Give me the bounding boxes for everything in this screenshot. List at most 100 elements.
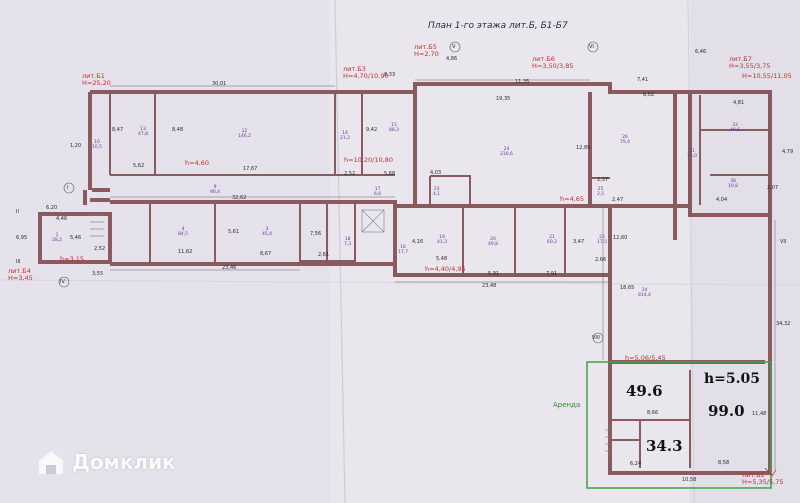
dimension: 5,68: [384, 171, 396, 177]
dimension: 5,46: [70, 235, 82, 241]
rent-area-49-6: 49.6: [626, 382, 663, 400]
dimension: 8,67: [260, 251, 272, 257]
room-22: 22 17,5: [597, 235, 608, 245]
lit-b4-name: лит.Б4: [8, 267, 31, 275]
room-13: 13 47,8: [138, 127, 149, 137]
dimension: 9,42: [366, 127, 378, 133]
dimension: 4,81: [733, 100, 745, 106]
rent-frame: [586, 361, 772, 489]
dimension: 4,86: [446, 56, 458, 62]
dimension: 6,02: [643, 92, 655, 98]
axis-mark: V: [452, 44, 456, 50]
dimension: 19,35: [496, 96, 511, 102]
room-4: 4 84,5: [178, 227, 189, 237]
axis-mark: VI: [589, 44, 594, 50]
dimension: 23,46: [222, 265, 237, 271]
lit-b1-name: лит.Б1: [82, 72, 105, 80]
room-25: 25 2,5: [597, 187, 605, 197]
dimension: 4,16: [412, 239, 424, 245]
dimension: 12,89: [576, 145, 591, 151]
watermark-text: Домклик: [72, 450, 176, 474]
dimension: 2,66: [595, 257, 607, 263]
dimension: 7,56: [310, 231, 322, 237]
room-20: 20 49,8: [488, 237, 499, 247]
dimension: 5,61: [228, 229, 240, 235]
dimension: 4,03: [430, 170, 442, 176]
room-14: 14 21,2: [340, 131, 351, 141]
plan-title: План 1-го этажа лит.Б, Б1-Б7: [428, 21, 568, 31]
rent-label: Аренда: [553, 401, 581, 409]
lit-b3-height: H=4,70/10,90: [343, 72, 389, 81]
dimension: 8,47: [112, 127, 124, 133]
room-17: 17 6,6: [374, 187, 382, 197]
lit-b6-name: лит.Б6: [532, 55, 555, 63]
axis-mark: II: [16, 209, 19, 215]
room-3: 3 45,4: [262, 227, 273, 237]
dimension: 6,24: [630, 461, 642, 467]
lit-b7: лит.Б7 H=3,55/3,75: [729, 55, 770, 70]
height-mark: h=5,06/5,45: [625, 354, 666, 362]
room-21: 21 60,2: [547, 235, 558, 245]
dimension: 17,67: [243, 166, 258, 172]
height-mark: h=4,65: [560, 195, 585, 203]
dimension: 12,60: [613, 235, 628, 241]
dimension: 23,48: [482, 283, 497, 289]
room-16: 16 17,7: [398, 245, 409, 255]
dimension: 5,62: [133, 163, 145, 169]
lit-b5-height: H=2,70: [414, 50, 439, 59]
break-line: [764, 467, 777, 477]
axis-mark: IV: [60, 279, 65, 285]
dimension: 18,65: [620, 285, 635, 291]
dimension: 11,62: [178, 249, 193, 255]
rent-area-34-3: 34.3: [646, 437, 683, 455]
room-33: 33 40,6: [730, 123, 741, 133]
dimension: 8,58: [718, 460, 730, 466]
lit-b1: лит.Б1 H=25,20: [82, 72, 111, 87]
rent-height: h=5.05: [704, 371, 761, 387]
stair-icon: [90, 209, 612, 452]
axis-mark: VIII: [592, 335, 600, 341]
room-18: 18 7,3: [344, 237, 352, 247]
walls: [38, 82, 772, 475]
dimension: 2,07: [767, 185, 779, 191]
lit-b5: лит.Б5 H=2,70: [414, 43, 439, 59]
dimension: 2,52: [344, 171, 356, 177]
dimension-lines: [110, 79, 776, 470]
lit-b4: лит.Б4 H=3,45: [8, 267, 33, 283]
dimension: 2,61: [318, 252, 330, 258]
dimension: 10,58: [682, 477, 697, 483]
dimension: 4,46: [56, 216, 68, 222]
axis-mark: III: [16, 259, 21, 265]
room-26: 26 79,4: [620, 135, 631, 145]
dimension: 3,47: [573, 239, 585, 245]
dimension: 8,48: [172, 127, 184, 133]
dimension: 2,37: [597, 177, 609, 183]
dimension: 32,62: [232, 195, 247, 201]
lit-b4-height: H=3,45: [8, 274, 33, 283]
axis-mark: VII: [780, 239, 787, 245]
lit-b7-name: лит.Б7: [729, 55, 752, 63]
room-23: 23 4,1: [433, 187, 441, 197]
dimension: 8,66: [647, 410, 659, 416]
lit-b3-name: лит.Б3: [343, 65, 366, 73]
inner-walls: [89, 92, 770, 468]
domclick-logo: Домклик: [36, 447, 176, 477]
dimension: 30,01: [212, 81, 227, 87]
room-24: 24 230,6: [500, 147, 513, 157]
room-34: 34 814,4: [638, 288, 651, 298]
height-mark: h=4,60: [185, 159, 210, 167]
dimension: 6,20: [46, 205, 58, 211]
lit-b3: лит.Б3 H=4,70/10,90: [343, 65, 389, 81]
dimension: 11,48: [752, 411, 767, 417]
lit-b2-name: лит.Б2: [742, 471, 765, 479]
lit-b6-height: H=3,50/3,85: [532, 62, 574, 71]
dimension: 11,35: [515, 79, 530, 85]
lit-b6: лит.Б6 H=3,50/3,85: [532, 55, 574, 71]
room-15: 15 88,3: [389, 123, 400, 133]
dimension: 8,33: [384, 72, 396, 78]
lit-b5-name: лит.Б5: [414, 43, 437, 51]
dimension: 7,41: [637, 77, 649, 83]
room-31: 31 15,0: [687, 149, 698, 159]
dimension: 3,55: [92, 271, 104, 277]
